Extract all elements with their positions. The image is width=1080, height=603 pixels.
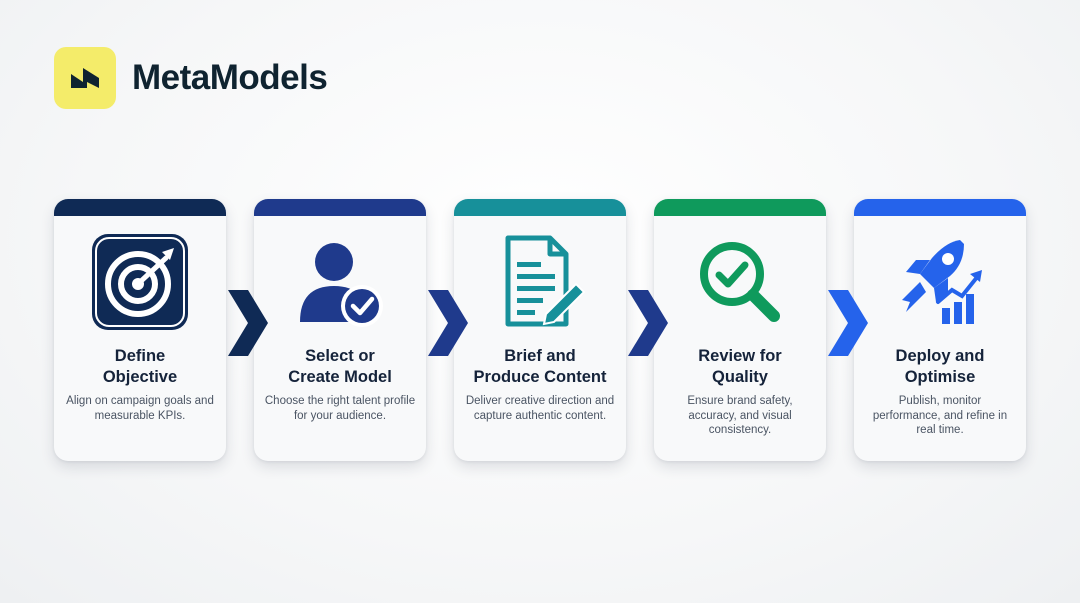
step-accent-bar xyxy=(854,199,1026,216)
magnifier-check-icon xyxy=(690,232,790,332)
step-accent-bar xyxy=(654,199,826,216)
target-icon xyxy=(90,232,190,332)
step-card-select-model: Select or Create Model Choose the right … xyxy=(254,199,426,461)
step-card-review-quality: Review for Quality Ensure brand safety, … xyxy=(654,199,826,461)
chevron-right-icon xyxy=(228,290,268,356)
zigzag-logo-icon xyxy=(71,68,99,88)
step-description: Align on campaign goals and measurable K… xyxy=(66,395,214,422)
step-accent-bar xyxy=(254,199,426,216)
step-description: Deliver creative direction and capture a… xyxy=(465,395,615,422)
step-accent-bar xyxy=(54,199,226,216)
brand: MetaModels xyxy=(54,47,328,109)
step-title: Select or Create Model xyxy=(288,347,392,386)
step-accent-bar xyxy=(454,199,626,216)
step-description: Ensure brand safety, accuracy, and visua… xyxy=(687,395,793,436)
step-description: Choose the right talent profile for your… xyxy=(264,395,416,422)
chevron-right-icon xyxy=(628,290,668,356)
document-pen-icon xyxy=(490,232,590,332)
step-title: Define Objective xyxy=(102,347,178,386)
logo-badge xyxy=(54,47,116,109)
chevron-right-icon xyxy=(828,290,868,356)
chevron-right-icon xyxy=(428,290,468,356)
step-title: Deploy and Optimise xyxy=(895,347,985,386)
step-card-define-objective: Define Objective Align on campaign goals… xyxy=(54,199,226,461)
user-check-icon xyxy=(290,232,390,332)
rocket-chart-icon xyxy=(890,232,990,332)
step-title: Review for Quality xyxy=(698,347,782,386)
step-card-deploy-optimise: Deploy and Optimise Publish, monitor per… xyxy=(854,199,1026,461)
step-description: Publish, monitor performance, and refine… xyxy=(872,395,1008,436)
step-card-brief-produce: Brief and Produce Content Deliver creati… xyxy=(454,199,626,461)
step-title: Brief and Produce Content xyxy=(473,347,607,386)
brand-name: MetaModels xyxy=(132,58,328,97)
